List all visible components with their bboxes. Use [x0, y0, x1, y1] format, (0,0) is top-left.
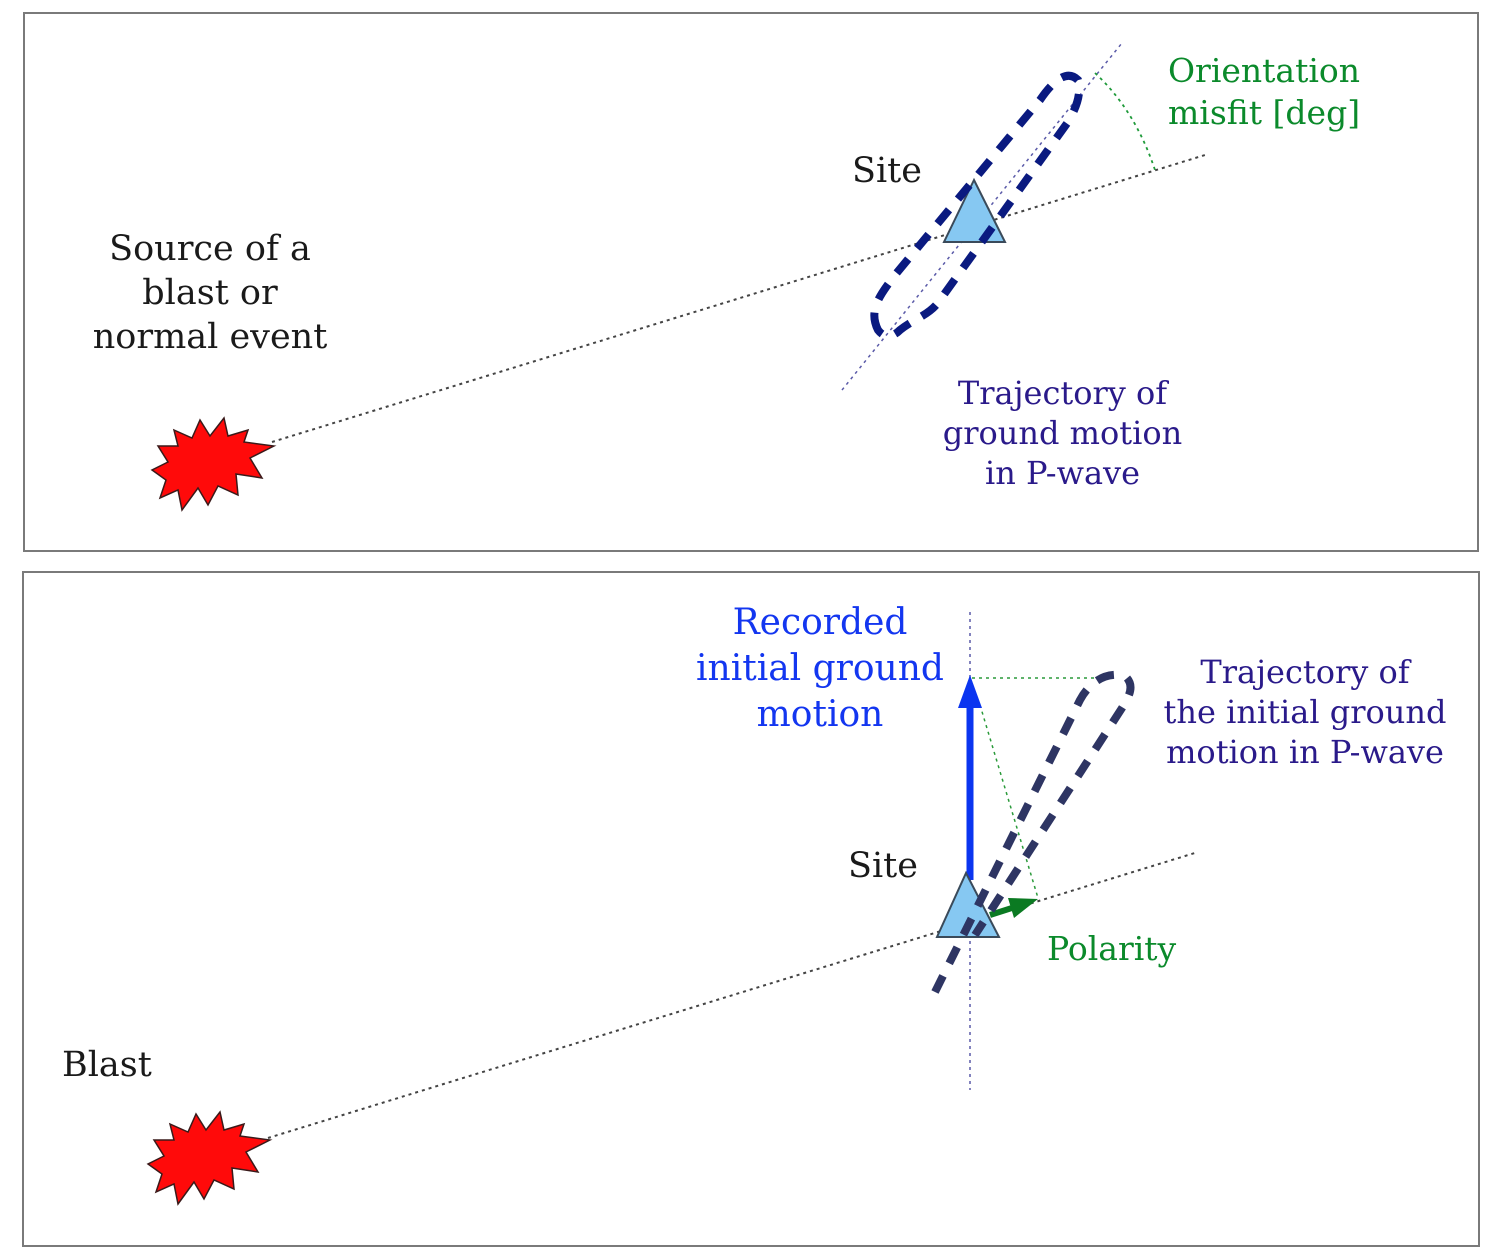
trajectory-bottom-line-1: Trajectory of: [1200, 653, 1410, 691]
polarity-arrow: [989, 904, 1016, 918]
trajectory-label-line-3: in P-wave: [984, 454, 1141, 492]
blast-icon: [146, 1110, 273, 1206]
trajectory-bottom-line-2: the initial ground: [1163, 693, 1447, 731]
polarity-label-text: Polarity: [1047, 929, 1177, 968]
top-panel: [23, 12, 1479, 552]
polarity-arrow-head-icon: [1008, 898, 1038, 918]
bottom-panel-frame: [22, 571, 1480, 1247]
site-label-bottom: Site: [848, 845, 918, 889]
trajectory-bottom-line-3: motion in P-wave: [1166, 733, 1444, 771]
blast-label: Blast: [62, 1044, 152, 1088]
recorded-motion-label: Recorded initial ground motion: [690, 600, 950, 738]
polarity-label: Polarity: [1047, 928, 1176, 969]
trajectory-label-line-2: ground motion: [942, 414, 1183, 452]
misfit-label-line-1: Orientation: [1168, 51, 1361, 90]
misfit-label-line-2: misfit [deg]: [1168, 93, 1361, 133]
misfit-angle-arc: [1094, 72, 1156, 171]
source-site-line: [271, 154, 1206, 443]
bottom-diagram: [22, 571, 1480, 1247]
source-label-line-2: blast or: [142, 272, 278, 313]
projection-diagonal: [979, 704, 1039, 899]
trajectory-loop: [870, 71, 1084, 340]
recorded-label-line-2: initial ground: [696, 648, 944, 690]
recorded-label-line-1: Recorded: [732, 602, 908, 643]
trajectory-label-bottom: Trajectory of the initial ground motion …: [1160, 652, 1450, 772]
source-label: Source of a blast or normal event: [80, 228, 340, 359]
site-label-bottom-text: Site: [848, 846, 918, 886]
misfit-label: Orientation misfit [deg]: [1168, 50, 1360, 134]
trajectory-label-line-1: Trajectory of: [957, 374, 1168, 412]
blast-site-line: [267, 851, 1199, 1139]
source-label-line-1: Source of a: [109, 229, 311, 269]
top-diagram: [150, 42, 1206, 512]
site-label-text: Site: [852, 151, 922, 191]
blast-source-icon: [150, 416, 277, 512]
recorded-label-line-3: motion: [756, 694, 884, 736]
blast-label-text: Blast: [62, 1045, 152, 1085]
trajectory-label-top: Trajectory of ground motion in P-wave: [930, 373, 1195, 493]
site-label-top: Site: [852, 150, 922, 194]
recorded-arrow-head-icon: [958, 675, 982, 708]
source-label-line-3: normal event: [92, 316, 328, 357]
site-triangle-icon: [942, 177, 1007, 243]
